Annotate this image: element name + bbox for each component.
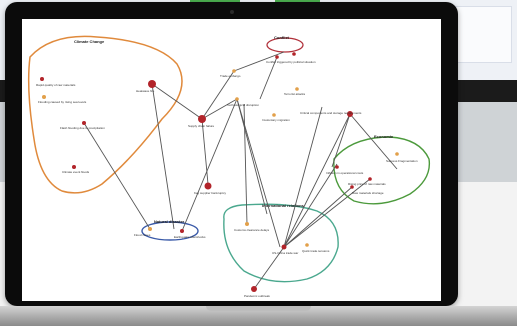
cluster-title-climate: Climate Change	[74, 39, 105, 44]
node-label: Terrorist attacks	[284, 92, 306, 96]
node-label: Technological disruption	[227, 103, 260, 107]
laptop-base	[0, 306, 517, 326]
node-label: Involuntary migration	[262, 118, 290, 122]
node-label: Success Fragmentation	[386, 159, 418, 163]
economic-cluster	[333, 136, 431, 205]
laptop-bezel: Climate Change Conflict Economic Natural…	[5, 2, 458, 306]
node	[72, 165, 76, 169]
node	[251, 286, 257, 292]
node	[350, 185, 354, 189]
laptop-notch	[206, 306, 311, 311]
node	[272, 113, 276, 117]
node	[295, 87, 299, 91]
node-label: Quick trade tensions	[302, 249, 330, 253]
node	[281, 244, 287, 250]
background-accent	[190, 0, 240, 3]
node-label: Flash flooding due to precipitation	[60, 126, 105, 130]
background-accent	[275, 0, 320, 3]
node	[335, 165, 339, 169]
nodes	[40, 52, 399, 292]
node	[82, 121, 86, 125]
node	[245, 222, 249, 226]
node-label: Rapid quality of raw materials	[36, 83, 76, 87]
node	[305, 243, 309, 247]
node-label: Trade embargo	[220, 74, 241, 78]
node-label: Climate event floods	[62, 170, 90, 174]
node	[42, 95, 46, 99]
laptop-screen: Climate Change Conflict Economic Natural…	[22, 19, 441, 301]
node-label: Conflict triggered by political situatio…	[266, 60, 316, 64]
cluster-title-natural: Natural disaster	[154, 219, 185, 224]
node	[395, 152, 399, 156]
international-relations-cluster	[223, 203, 339, 283]
node-label: Raw materials shortage	[352, 191, 384, 195]
node-label: Rising price of raw materials	[348, 182, 386, 186]
node	[148, 227, 152, 231]
node-label: Inflation in operational costs	[326, 171, 364, 175]
node-label: US-China trade war	[272, 251, 299, 255]
node-label: Pandemic outbreak	[244, 294, 270, 298]
node-label: Heatwave fire	[136, 89, 155, 93]
node-label: Flooding caused by rising sea levels	[38, 100, 87, 104]
node	[235, 97, 239, 101]
node	[148, 80, 156, 88]
node-label: Key supplier bankruptcy	[194, 191, 227, 195]
node	[368, 177, 372, 181]
node	[40, 77, 44, 81]
natural-disaster-cluster	[141, 221, 199, 241]
cluster-title-international: International relations	[262, 203, 304, 208]
node	[275, 55, 279, 59]
network-diagram	[27, 35, 431, 292]
node	[292, 52, 296, 56]
camera	[230, 10, 234, 14]
node	[204, 182, 212, 190]
node	[232, 69, 236, 73]
node-label: Flood zones	[134, 233, 151, 237]
node	[198, 115, 206, 123]
climate-change-cluster	[27, 35, 183, 194]
node	[180, 229, 184, 233]
conflict-cluster	[266, 37, 304, 53]
edges	[83, 51, 398, 290]
cluster-title-conflict: Conflict	[274, 35, 289, 40]
cluster-title-economic: Economic	[374, 134, 394, 139]
node-label: Supply chain failure	[188, 124, 215, 128]
node-label: Earthquake aftershocks	[174, 235, 206, 239]
node-label: Customs clearance delays	[234, 228, 270, 232]
node	[347, 111, 353, 117]
node-label: Critical components and storage requirem…	[300, 111, 362, 115]
